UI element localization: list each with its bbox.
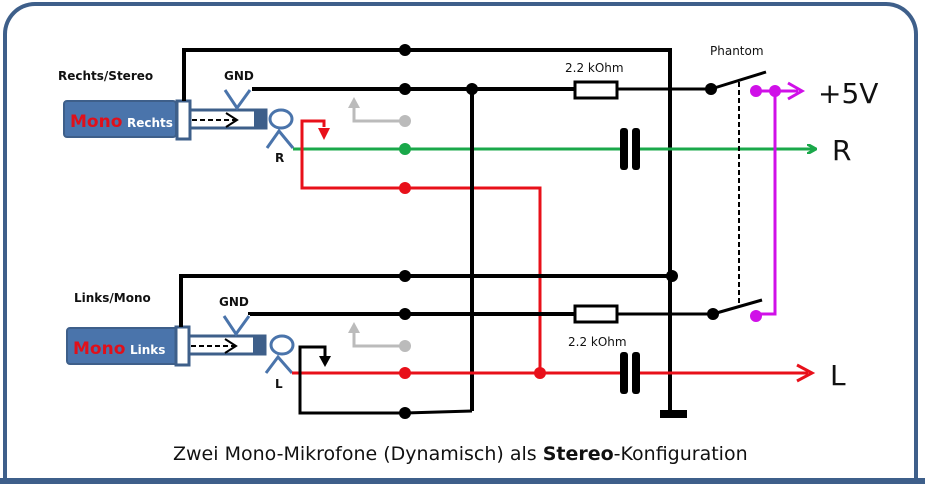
phantom-label: Phantom [710,44,764,58]
plug-right-collar [175,99,192,141]
output-right-label: R [832,134,851,167]
output-left-label: L [830,359,846,392]
plug-right-mono-text: Mono [70,112,122,132]
diagram-bottom-border [0,478,925,484]
plug-left-tip-ring [253,336,265,354]
plug-left-tip [269,334,295,356]
wire-gnd-left [248,312,575,316]
jack-left: Links/Mono Mono Links GND L [66,291,295,391]
jack-right-group-label: Rechts/Stereo [58,69,153,83]
plug-right-tip-ring [254,110,266,128]
phantom-switch-right-lever[interactable] [710,70,767,91]
plug-right-tip [268,108,294,130]
signal-contact-left [264,354,294,374]
caption-prefix: Zwei Mono-Mikrofone (Dynamisch) als [173,443,543,465]
caption-bold: Stereo [543,443,614,465]
gnd-contact-left [222,315,251,337]
plug-left-mono-text: Mono [73,339,125,359]
jack-left-group-label: Links/Mono [74,291,151,305]
resistor-right [573,80,619,100]
gnd-label-left: GND [219,295,249,309]
wire-phantom-power [756,91,777,316]
capacitor-left-plate-b [632,352,640,394]
plug-left-name-text: Links [130,343,165,357]
capacitor-right-plate-a [620,128,628,170]
diagram-frame [3,2,918,478]
output-left-arrow [796,363,816,383]
jack-right: Rechts/Stereo Mono Rechts GND R [58,69,295,165]
inactive-contact-right [352,106,405,123]
plug-right-name-text: Rechts [127,116,173,130]
output-power-label: +5V [818,77,878,110]
switch-right-contact-arrow [318,128,330,140]
signal-label-right: R [275,151,284,165]
capacitor-left-plate-a [620,352,628,394]
gnd-contact-right [223,89,252,111]
ground-symbol [660,410,687,418]
switch-left-contact-arrow [319,356,331,367]
inactive-contact-left [352,332,405,348]
signal-contact-right [265,128,295,149]
wire-switch-right-to-left [300,119,542,373]
output-power-arrow [787,81,806,101]
resistor-right-label: 2.2 kOhm [565,61,624,75]
diagram-caption: Zwei Mono-Mikrofone (Dynamisch) als Ster… [173,443,748,465]
wire-shield-right [182,48,672,415]
resistor-left-label: 2.2 kOhm [568,335,627,349]
plug-left-collar [174,325,191,367]
caption-suffix: -Konfiguration [614,443,748,465]
gnd-label-right: GND [224,69,254,83]
wire-switch-left-loop [298,345,473,415]
signal-label-left: L [275,377,283,391]
wire-shield-left [179,274,672,327]
resistor-left [573,304,619,324]
phantom-switch-left-lever[interactable] [712,298,763,316]
capacitor-right-plate-b [632,128,640,170]
